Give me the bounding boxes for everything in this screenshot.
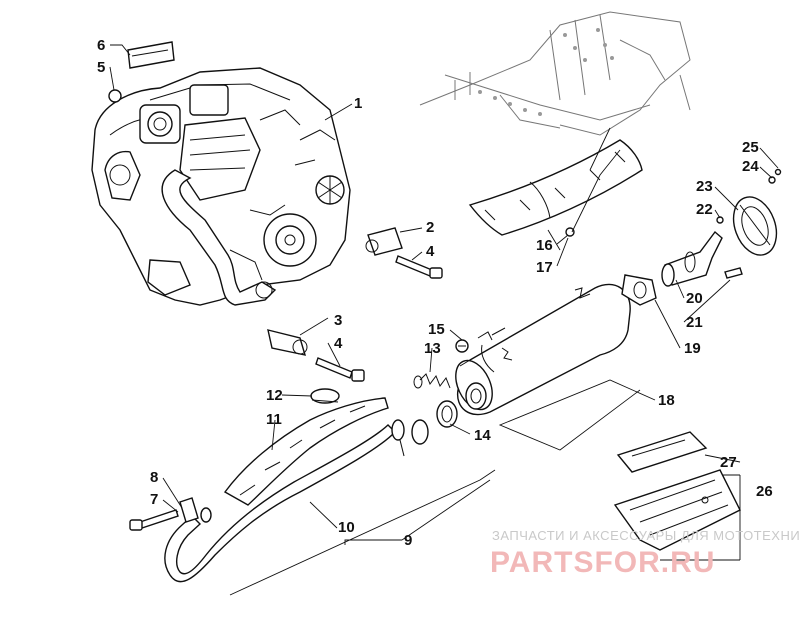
watermark-line2: PARTSFOR.RU [490,546,715,579]
callout-21: 21 [686,314,703,331]
watermark: ЗАПЧАСТИ И АКСЕССУАРЫ ДЛЯ МОТОТЕХНИКИ PA… [490,528,800,579]
callout-17: 17 [536,259,553,276]
callout-7: 7 [150,491,158,508]
part-11-heat-shield [223,397,389,506]
part-19-gasket [621,274,657,306]
callout-9: 9 [404,532,412,549]
callout-27: 27 [720,454,737,471]
callout-11: 11 [266,411,282,428]
callout-10: 10 [338,519,355,536]
part-14-gasket [436,400,458,428]
part-20-spark-arrestor [661,230,723,287]
callout-14: 14 [474,427,491,444]
callout-23: 23 [696,178,713,195]
part-12-clamp [310,388,340,404]
frame-structure [419,11,691,136]
part-22-washer [716,216,724,224]
part-5-nut [108,89,122,103]
part-23-end-cap [732,196,778,256]
callout-20: 20 [686,290,703,307]
callout-22: 22 [696,201,713,218]
leader-lines [109,44,779,596]
part-16-heat-shield [468,139,643,236]
callout-18: 18 [658,392,675,409]
callout-6: 6 [97,37,105,54]
callout-1: 1 [354,95,362,112]
part-21-screw [724,267,743,279]
part-17-screw [565,227,575,237]
parts-3-4-mount-lower [267,329,365,382]
part-13-spring [413,373,451,389]
parts-2-4-mount-upper [365,227,443,279]
part-15-bolt [455,339,469,353]
part-27-decal [616,431,708,473]
callout-15: 15 [428,321,445,338]
callout-8: 8 [150,469,158,486]
callout-25: 25 [742,139,759,156]
engine-assembly [91,67,351,306]
watermark-line1: ЗАПЧАСТИ И АКСЕССУАРЫ ДЛЯ МОТОТЕХНИКИ [492,528,800,543]
callout-13: 13 [424,340,441,357]
part-24-nut [768,176,776,184]
callout-3: 3 [334,312,342,329]
callout-26: 26 [756,483,773,500]
callout-4-lower: 4 [334,335,343,352]
part-6-decal [127,41,175,69]
part-25-washer [774,168,782,176]
callout-numbers: 6 5 1 2 4 3 4 12 11 8 7 10 9 13 15 14 16… [97,37,773,549]
callout-19: 19 [684,340,701,357]
callout-5: 5 [97,59,105,76]
callout-2: 2 [426,219,434,236]
callout-12: 12 [266,387,283,404]
parts-7-8-flange [129,497,212,531]
part-18-muffler [455,283,631,416]
callout-4-upper: 4 [426,243,435,260]
callout-24: 24 [742,158,759,175]
callout-16: 16 [536,237,553,254]
part-26-skid-plate [613,469,741,551]
part-10-exhaust-pipe [164,419,429,583]
